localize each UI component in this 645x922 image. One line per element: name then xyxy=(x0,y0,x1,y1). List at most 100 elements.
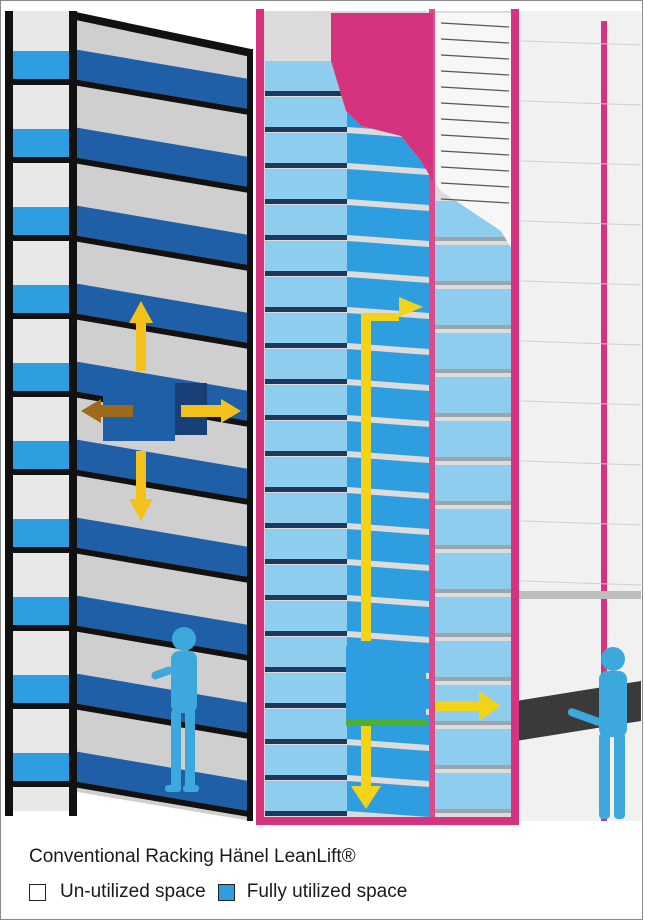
tray-right-gap xyxy=(435,281,511,285)
leanlift xyxy=(256,9,641,825)
caption: Conventional Racking Hänel LeanLift® xyxy=(29,846,356,868)
tray-gap xyxy=(265,91,347,96)
tray-gap xyxy=(265,235,347,240)
tray-gap xyxy=(265,811,347,816)
rack-front-edge xyxy=(9,469,73,475)
tray-front xyxy=(265,457,347,487)
tray-gap xyxy=(265,451,347,456)
caption-leanlift: Hänel LeanLift® xyxy=(219,846,356,867)
utilized-swatch xyxy=(218,884,235,901)
tray-gap xyxy=(265,343,347,348)
legend: Un-utilized space Fully utilized space xyxy=(29,880,407,904)
rack-front-bin xyxy=(11,363,71,391)
tray-gap xyxy=(265,199,347,204)
rack-front-edge xyxy=(9,781,73,787)
tray-gap xyxy=(265,739,347,744)
rack-front-edge xyxy=(9,235,73,241)
tray-side xyxy=(347,529,429,565)
tray-side xyxy=(347,565,429,601)
tray-gap xyxy=(265,415,347,420)
tray-front xyxy=(265,205,347,235)
tray-gap xyxy=(265,667,347,672)
tray-right xyxy=(435,289,511,325)
side-rail xyxy=(516,591,641,599)
illustration xyxy=(1,1,645,841)
leanlift-frame-left xyxy=(256,9,264,823)
leanlift-frame-right xyxy=(511,9,519,823)
rack-front-edge xyxy=(9,313,73,319)
tray-right xyxy=(435,333,511,369)
tray-side xyxy=(347,745,429,781)
tray-gap xyxy=(265,127,347,132)
tray-side xyxy=(347,349,429,385)
tray-gap xyxy=(265,307,347,312)
tray-gap xyxy=(265,631,347,636)
tray-right xyxy=(435,553,511,589)
lift-tray xyxy=(346,646,426,724)
tray-front xyxy=(265,673,347,703)
rack-post-back xyxy=(247,49,253,821)
rack-front-edge xyxy=(9,625,73,631)
rack-front-bin xyxy=(11,753,71,781)
tray-front xyxy=(265,709,347,739)
leanlift-frame-bottom xyxy=(256,817,519,825)
tray-side xyxy=(347,601,429,637)
lift-platform xyxy=(346,719,428,726)
tray-side xyxy=(347,385,429,421)
tray-right-gap xyxy=(435,677,511,681)
tray-front xyxy=(265,241,347,271)
rack-front-bin xyxy=(11,675,71,703)
tray-gap xyxy=(265,379,347,384)
utilized-label: Fully utilized space xyxy=(247,881,408,903)
tray-right-gap xyxy=(435,413,511,417)
tray-front xyxy=(265,133,347,163)
tray-front xyxy=(265,313,347,343)
tray-side xyxy=(347,457,429,493)
tray-right-gap xyxy=(435,589,511,593)
tray-right-gap xyxy=(435,325,511,329)
tray-right-gap xyxy=(435,765,511,769)
tray-right-gap xyxy=(435,545,511,549)
rack-front-bin xyxy=(11,285,71,313)
rack-post-mid xyxy=(69,11,77,816)
tray-gap xyxy=(265,163,347,168)
tray-front xyxy=(265,277,347,307)
tray-right xyxy=(435,773,511,809)
tray-front xyxy=(265,169,347,199)
rack-front-edge xyxy=(9,703,73,709)
tray-front xyxy=(265,493,347,523)
rack-front-bin xyxy=(11,441,71,469)
tray-right-gap xyxy=(435,501,511,505)
tray-right xyxy=(435,421,511,457)
rack-front-edge xyxy=(9,157,73,163)
rack-front-edge xyxy=(9,547,73,553)
tray-side xyxy=(347,205,429,241)
tray-gap xyxy=(265,271,347,276)
rack-front-bin xyxy=(11,519,71,547)
tray-gap xyxy=(265,559,347,564)
tray-front xyxy=(265,637,347,667)
tray-right xyxy=(435,597,511,633)
tray-right xyxy=(435,465,511,501)
rack-front-bin xyxy=(11,597,71,625)
tray-right xyxy=(435,729,511,765)
tray-front xyxy=(265,529,347,559)
rack-post-front xyxy=(5,11,13,816)
tray-gap xyxy=(265,487,347,492)
tray-front xyxy=(265,97,347,127)
unutilized-swatch xyxy=(29,884,46,901)
tray-right xyxy=(435,377,511,413)
tray-right xyxy=(435,245,511,281)
rack-front-bin xyxy=(11,129,71,157)
rack-front-edge xyxy=(9,79,73,85)
unutilized-label: Un-utilized space xyxy=(60,881,206,903)
tray-right-gap xyxy=(435,633,511,637)
tray-front xyxy=(265,385,347,415)
tray-right xyxy=(435,509,511,545)
tray-side xyxy=(347,169,429,205)
tray-side xyxy=(347,493,429,529)
tray-gap xyxy=(265,703,347,708)
tray-front xyxy=(265,781,347,811)
leanlift-frame-mid xyxy=(429,9,435,823)
